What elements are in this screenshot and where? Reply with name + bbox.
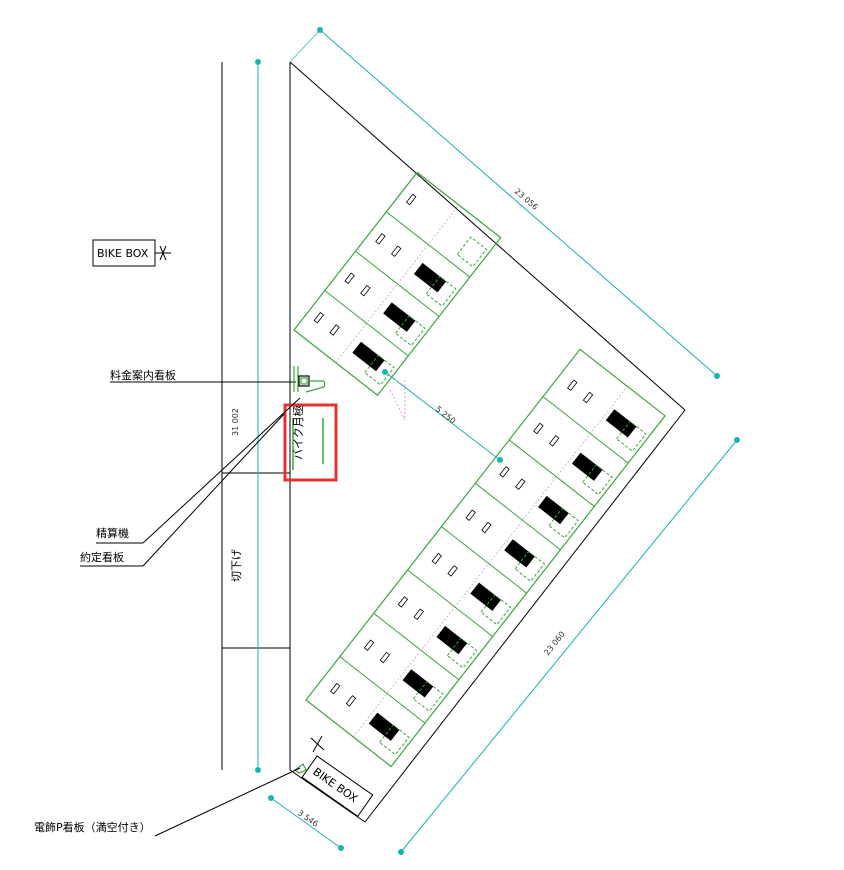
stall-outlines — [378, 420, 647, 756]
dim-middle: 5 250 — [434, 404, 458, 425]
bike-box-bottom-marker — [310, 735, 325, 753]
bike-stall-marks — [352, 262, 447, 372]
monthly-sign-label: バイク月極 — [291, 405, 305, 460]
fee-sign-label: 料金案内看板 — [110, 368, 176, 382]
dim-left-vertical: 31 002 — [231, 408, 240, 436]
payment-machine-label: 精算機 — [96, 526, 129, 540]
electric-sign-label: 電飾P看板（満空付き） — [34, 820, 151, 834]
site-boundary — [289, 61, 686, 823]
fee-sign-symbol — [293, 366, 326, 393]
parking-block-upper — [293, 171, 502, 397]
bike-box-left-label: BIKE BOX — [97, 247, 149, 260]
contract-sign-label: 約定看板 — [80, 550, 124, 564]
stall-outlines — [364, 236, 488, 386]
guide-lines — [389, 380, 406, 421]
parking-block-lower — [305, 348, 666, 768]
payment-leaders — [80, 397, 301, 567]
monthly-sign-highlight — [283, 403, 338, 482]
bike-stall-marks — [368, 409, 637, 741]
wheel-stops — [330, 379, 594, 707]
monthly-sign: バイク月極 — [283, 403, 338, 482]
wheel-stops — [313, 193, 417, 336]
electric-sign-symbol — [294, 763, 307, 774]
dim-top-diagonal: 23 056 — [513, 187, 540, 212]
bike-box-left-marker — [155, 245, 171, 261]
dimension-lines — [255, 27, 740, 855]
bike-box-left: BIKE BOX — [92, 239, 171, 267]
curb-cut-label: 切下げ — [230, 549, 243, 582]
electric-sign-leader — [154, 767, 301, 837]
